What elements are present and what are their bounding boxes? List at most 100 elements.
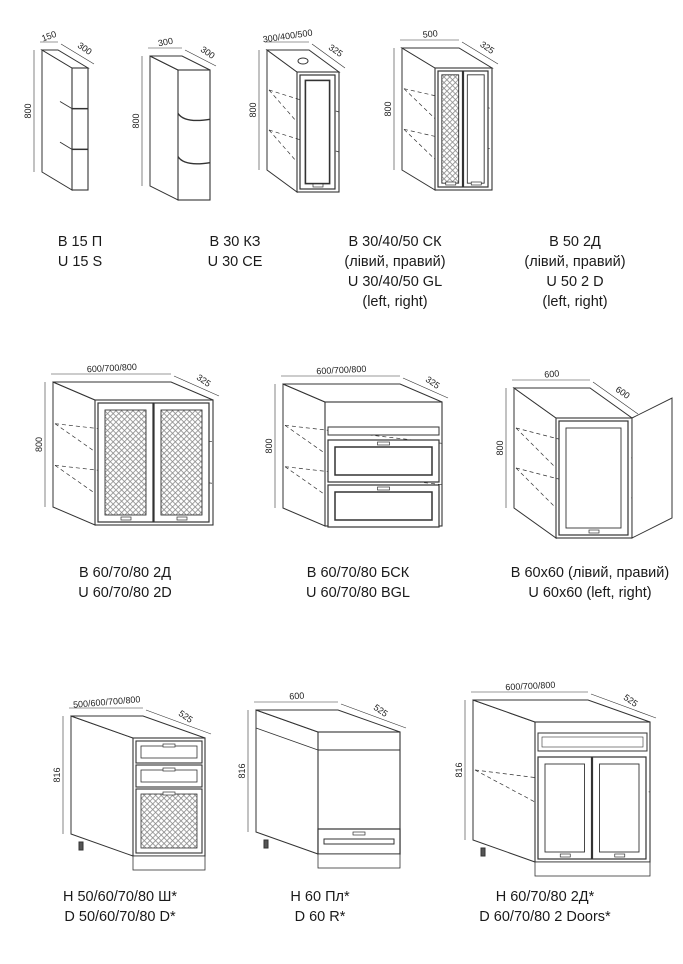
hidden-shelf xyxy=(54,465,96,494)
leg-icon xyxy=(263,839,269,849)
door-panel xyxy=(104,409,147,516)
hidden-shelf xyxy=(403,88,436,119)
door xyxy=(591,756,647,860)
depth-dimension-line xyxy=(184,49,217,67)
width-dimension: 500 xyxy=(422,28,438,40)
height-dimension: 800 xyxy=(383,101,393,116)
cabinet-label-line: В 60х60 (лівий, правий) xyxy=(510,565,670,581)
door-panel xyxy=(160,409,203,516)
side-panel xyxy=(472,699,536,863)
cabinet-label-line: В 15 П xyxy=(57,234,103,250)
door-handle-icon xyxy=(120,516,132,521)
width-dimension: 500/600/700/800 xyxy=(73,694,141,710)
shelf xyxy=(177,156,211,165)
cabinet-label-line: Н 60 Пл* xyxy=(290,889,350,905)
door-handle-icon xyxy=(470,181,482,186)
cabinet-label-line: U 30/40/50 GL xyxy=(347,274,443,290)
height-dimension: 800 xyxy=(23,103,33,118)
shelf xyxy=(177,112,211,122)
hidden-shelf xyxy=(284,466,326,495)
glass-panel xyxy=(334,446,433,476)
cabinet-label-line: D 60 R* xyxy=(294,909,346,925)
hidden-shelf xyxy=(474,769,536,803)
height-dimension: 800 xyxy=(34,437,44,452)
height-dimension: 800 xyxy=(248,102,258,117)
cabinet-label-line: Н 50/60/70/80 Ш* xyxy=(62,889,178,905)
side-panel xyxy=(41,49,73,191)
front-panel xyxy=(71,67,89,191)
cabinet-label-line: В 50 2Д xyxy=(549,234,601,250)
hidden-shelf xyxy=(403,129,436,160)
plinth xyxy=(317,853,401,869)
side-panel xyxy=(52,381,96,526)
cabinet-label-line: U 50 2 D xyxy=(546,274,604,290)
cabinet-label-line: (left, right) xyxy=(542,294,608,310)
hidden-shelf xyxy=(268,129,298,163)
glass-panel xyxy=(334,491,433,521)
cabinet-label-line: В 60/70/80 БСК xyxy=(306,565,410,581)
leg-icon xyxy=(480,847,486,857)
depth-dimension-line xyxy=(592,381,639,415)
cabinet-label-line: В 60/70/80 2Д xyxy=(78,565,172,581)
width-dimension: 600 xyxy=(544,368,560,379)
cabinet-label-line: D 50/60/70/80 D* xyxy=(64,909,176,925)
door-panel xyxy=(441,74,460,184)
door-handle-icon xyxy=(312,183,324,188)
cabinet-label-line: (лівий, правий) xyxy=(344,254,446,270)
cabinet-label-line: U 60х60 (left, right) xyxy=(528,585,652,601)
cabinet-label-h50sh: Н 50/60/70/80 Ш* D 50/60/70/80 D* xyxy=(63,887,177,927)
depth-dimension-line xyxy=(60,43,95,65)
door xyxy=(558,420,629,536)
height-dimension: 800 xyxy=(264,438,274,453)
drawer-handle-icon xyxy=(162,743,176,748)
cabinet-label-b15p: В 15 П U 15 S xyxy=(58,232,102,272)
door xyxy=(537,756,593,860)
width-dimension: 300 xyxy=(157,36,174,49)
depth-dimension-line xyxy=(311,43,346,69)
drawer-handle-icon xyxy=(162,767,176,772)
plinth xyxy=(534,861,651,877)
depth-dimension-line xyxy=(340,703,407,729)
drawer-panel xyxy=(323,838,395,845)
cabinet-label-h602d: Н 60/70/80 2Д*D 60/70/80 2 Doors* xyxy=(479,887,610,927)
shelf-edge xyxy=(59,101,73,110)
cabinet-label-line: U 60/70/80 2D xyxy=(78,585,172,601)
hidden-shelf xyxy=(284,425,326,454)
door-handle-icon xyxy=(176,516,188,521)
hidden-shelf xyxy=(515,467,557,509)
top-drawer xyxy=(537,732,648,752)
door-panel xyxy=(565,427,622,529)
hidden-shelf xyxy=(474,769,651,793)
side-panel xyxy=(70,715,134,857)
cabinet-label-line: U 15 S xyxy=(57,254,103,270)
drawer-handle-icon xyxy=(162,791,176,796)
height-dimension: 800 xyxy=(495,440,505,455)
drawer xyxy=(135,764,203,788)
side-panel xyxy=(282,383,326,527)
top-drawer-panel xyxy=(541,736,644,748)
width-dimension: 600/700/800 xyxy=(316,364,367,377)
cabinet-label-line: D 60/70/80 2 Doors* xyxy=(479,909,611,925)
hidden-shelf xyxy=(268,89,298,123)
light-hole-icon xyxy=(297,57,309,65)
cabinet-label-line: В 30 КЗ xyxy=(209,234,261,250)
oven-rail xyxy=(255,727,319,751)
cabinet-label-b30ck: В 30/40/50 СК(лівий, правий)U 30/40/50 G… xyxy=(344,232,445,312)
cabinet-label-line: (лівий, правий) xyxy=(524,254,626,270)
cabinet-label-b502d: В 50 2Д (лівий, правий) U 50 2 D (left, rig… xyxy=(524,232,625,312)
drawer-handle-icon xyxy=(352,831,366,836)
width-dimension: 600 xyxy=(289,690,305,701)
shelf-rail xyxy=(327,426,440,436)
width-dimension: 600/700/800 xyxy=(87,362,138,375)
